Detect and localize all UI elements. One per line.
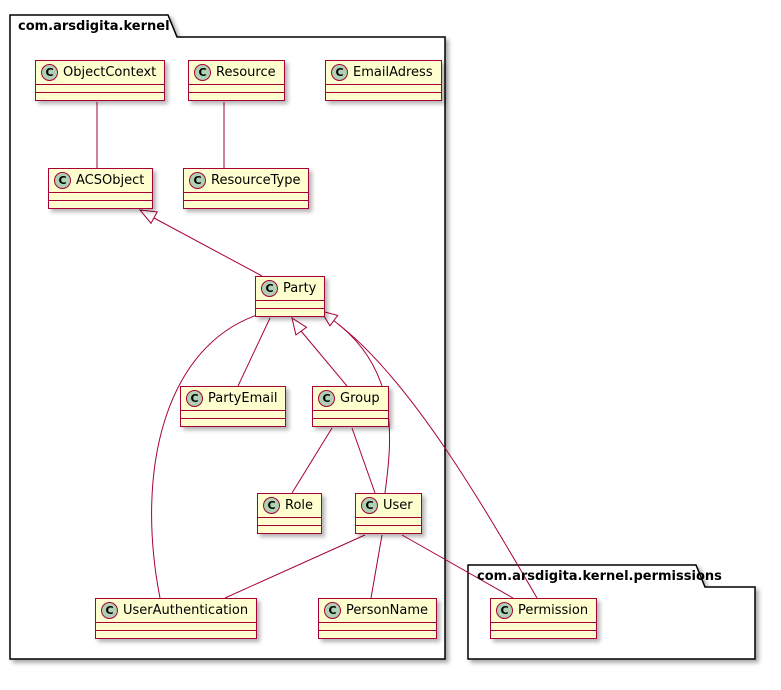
assoc-partyemail-party xyxy=(237,317,271,387)
package-kernel-outline xyxy=(9,14,446,660)
class-name: ResourceType xyxy=(211,173,301,188)
class-name: EmailAdress xyxy=(353,65,433,80)
class-header: C Resource xyxy=(189,61,284,84)
class-userauthentication: C UserAuthentication xyxy=(95,598,258,639)
class-icon: C xyxy=(54,172,71,189)
class-name: ObjectContext xyxy=(63,65,157,80)
class-header: C EmailAdress xyxy=(326,61,441,84)
class-resourcetype: C ResourceType xyxy=(183,168,310,209)
relationship-lines xyxy=(96,102,538,599)
class-header: C PartyEmail xyxy=(181,387,285,410)
methods-compartment xyxy=(313,418,388,426)
fields-compartment xyxy=(319,622,437,630)
class-acsobject: C ACSObject xyxy=(48,168,154,209)
fields-compartment xyxy=(184,192,309,200)
package-name-kernel: com.arsdigita.kernel xyxy=(18,19,170,34)
class-icon: C xyxy=(331,64,348,81)
class-header: C UserAuthentication xyxy=(96,599,256,622)
methods-compartment xyxy=(326,92,441,100)
class-personname: C PersonName xyxy=(318,598,438,639)
assoc-user-userauthentication xyxy=(224,534,366,599)
fields-compartment xyxy=(258,517,322,525)
fields-compartment xyxy=(181,410,286,418)
methods-compartment xyxy=(181,418,286,426)
class-header: C Permission xyxy=(491,599,596,622)
class-icon: C xyxy=(324,602,341,619)
class-name: UserAuthentication xyxy=(123,603,249,618)
class-header: C Group xyxy=(313,387,388,410)
fields-compartment xyxy=(96,622,257,630)
assoc-user-permission xyxy=(401,534,514,599)
class-permission: C Permission xyxy=(490,598,598,639)
class-objectcontext: C ObjectContext xyxy=(35,60,166,101)
class-header: C ResourceType xyxy=(184,169,308,192)
methods-compartment xyxy=(258,525,322,533)
methods-compartment xyxy=(49,200,153,208)
fields-compartment xyxy=(49,192,153,200)
generalization-arrow-acsobject xyxy=(138,209,158,225)
fields-compartment xyxy=(256,300,325,308)
methods-compartment xyxy=(356,525,421,533)
class-name: PersonName xyxy=(346,603,429,618)
fields-compartment xyxy=(491,622,597,630)
methods-compartment xyxy=(256,308,325,316)
class-header: C ACSObject xyxy=(49,169,152,192)
assoc-user-personname xyxy=(370,534,383,599)
methods-compartment xyxy=(96,630,257,638)
class-icon: C xyxy=(189,172,206,189)
class-group: C Group xyxy=(312,386,389,427)
methods-compartment xyxy=(491,630,597,638)
assoc-permission-party xyxy=(337,323,538,599)
class-role: C Role xyxy=(257,493,323,534)
class-partyemail: C PartyEmail xyxy=(180,386,287,427)
class-icon: C xyxy=(496,602,513,619)
class-user: C User xyxy=(355,493,422,534)
class-icon: C xyxy=(41,64,58,81)
class-header: C Role xyxy=(258,494,321,517)
class-header: C Party xyxy=(256,277,324,300)
class-header: C User xyxy=(356,494,421,517)
class-icon: C xyxy=(101,602,118,619)
fields-compartment xyxy=(36,84,165,92)
fields-compartment xyxy=(189,84,284,92)
fields-compartment xyxy=(313,410,388,418)
class-name: Permission xyxy=(518,603,589,618)
gen-party-acsobject xyxy=(153,217,263,277)
methods-compartment xyxy=(319,630,437,638)
class-icon: C xyxy=(186,390,203,407)
methods-compartment xyxy=(189,92,284,100)
class-name: User xyxy=(383,498,413,513)
class-icon: C xyxy=(361,497,378,514)
class-name: Role xyxy=(285,498,314,513)
class-name: Group xyxy=(340,391,380,406)
class-icon: C xyxy=(194,64,211,81)
class-icon: C xyxy=(318,390,335,407)
assoc-group-role xyxy=(291,427,333,494)
class-header: C PersonName xyxy=(319,599,436,622)
assoc-party-userauthentication xyxy=(151,313,261,599)
class-emailadress: C EmailAdress xyxy=(325,60,442,101)
class-name: Party xyxy=(283,281,317,296)
fields-compartment xyxy=(326,84,441,92)
gen-group-party xyxy=(300,330,348,387)
methods-compartment xyxy=(36,92,165,100)
class-icon: C xyxy=(261,280,278,297)
class-resource: C Resource xyxy=(188,60,285,101)
methods-compartment xyxy=(184,200,309,208)
fields-compartment xyxy=(356,517,421,525)
generalization-arrow-party-bottom xyxy=(291,316,308,336)
class-name: Resource xyxy=(216,65,276,80)
class-name: ACSObject xyxy=(76,173,145,188)
package-name-permissions: com.arsdigita.kernel.permissions xyxy=(477,569,722,584)
class-party: C Party xyxy=(255,276,326,317)
assoc-group-user xyxy=(351,427,376,494)
class-name: PartyEmail xyxy=(208,391,278,406)
class-icon: C xyxy=(263,497,280,514)
class-header: C ObjectContext xyxy=(36,61,164,84)
